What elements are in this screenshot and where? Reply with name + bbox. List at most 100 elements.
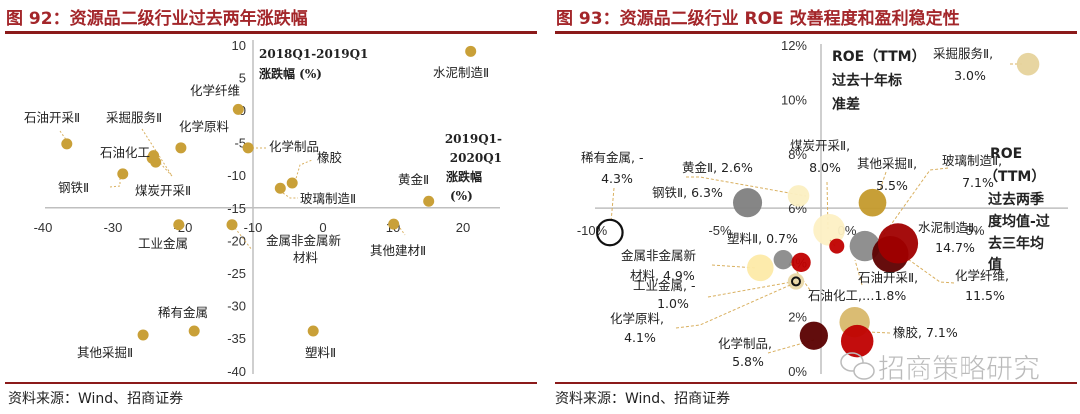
leader-line xyxy=(610,187,615,223)
x-axis-title: 2019Q1- xyxy=(445,132,502,146)
bubble-point: 稀有金属, -4.3% xyxy=(581,150,643,247)
y-tick-label: -35 xyxy=(227,331,246,346)
data-point: 玻璃制造Ⅱ xyxy=(274,182,356,206)
data-point: 石油开采Ⅱ xyxy=(24,110,80,150)
leader-line xyxy=(234,227,253,251)
y-tick-label: -30 xyxy=(227,299,246,314)
leader-line xyxy=(399,227,406,236)
point-label: 采掘服务Ⅱ xyxy=(106,110,162,125)
leader-line xyxy=(879,171,887,191)
point-label: 钢铁Ⅱ xyxy=(58,180,89,195)
point-marker xyxy=(150,156,162,168)
left-bottom-rule xyxy=(5,382,537,384)
bubble-label: 化学制品, xyxy=(718,336,772,351)
bubble-marker xyxy=(813,213,846,246)
bubble-label: 11.5% xyxy=(965,288,1005,303)
data-point: 采掘服务Ⅱ xyxy=(106,110,173,177)
point-marker xyxy=(137,329,149,341)
bubble-label: 稀有金属, - xyxy=(581,150,643,165)
point-label: 玻璃制造Ⅱ xyxy=(300,191,356,206)
bubble-point: 其他采掘Ⅱ, 5.5% xyxy=(857,156,917,217)
bubble-marker xyxy=(733,188,763,218)
watermark-text: 招商策略研究 xyxy=(878,354,1040,385)
y-tick-label: 10 xyxy=(232,38,246,53)
right-source-note: 资料来源：Wind、招商证券 xyxy=(555,391,730,407)
x-axis-title: 过去两季 xyxy=(988,191,1044,208)
bubble-label: 石油开采Ⅱ, xyxy=(858,270,918,285)
bubble-label: 黄金Ⅱ, 2.6% xyxy=(682,160,753,175)
point-marker xyxy=(307,325,319,337)
point-label: 化学纤维 xyxy=(190,83,240,98)
point-marker xyxy=(173,219,185,231)
leader-line xyxy=(141,128,173,177)
right-bubble-chart: -10%-5%0%5%12%10%8%6%4%2%0%ROE（TTM）过去十年标… xyxy=(577,38,1068,379)
leader-line xyxy=(879,167,949,241)
bubble-point: 化学原料, 4.1% xyxy=(610,276,801,345)
x-axis-title: 去三年均 xyxy=(988,235,1044,252)
point-marker xyxy=(388,218,400,230)
bubble-label: 4.1% xyxy=(624,330,656,345)
data-point: 黄金Ⅱ xyxy=(398,172,435,207)
leader-line xyxy=(294,159,313,183)
bubble-label: 石油化工,…1.8% xyxy=(808,288,906,303)
bubble-label: 化学原料, xyxy=(610,311,664,326)
point-label: 石油化工 xyxy=(100,145,150,160)
y-tick-label: -15 xyxy=(227,201,246,216)
point-label: 塑料Ⅱ xyxy=(305,345,336,360)
y-axis-title: ROE（TTM） xyxy=(832,49,926,65)
bubble-label: 其他采掘Ⅱ, xyxy=(857,156,917,171)
point-label: 化学原料 xyxy=(179,119,230,134)
bubble-marker xyxy=(791,252,811,273)
bubble-label: 5.5% xyxy=(876,178,908,193)
bubble-label: 1.0% xyxy=(657,296,689,311)
bubble-point: 化学制品,5.8% xyxy=(718,321,828,369)
point-marker xyxy=(175,142,187,154)
bubble-label: 7.1% xyxy=(962,175,994,190)
bubble-point xyxy=(840,324,874,358)
x-tick-label: -5% xyxy=(708,223,732,238)
data-point: 其他采掘Ⅱ xyxy=(77,329,149,360)
leader-line xyxy=(159,162,173,177)
x-tick-label: -10 xyxy=(244,220,263,235)
x-tick-label: -40 xyxy=(34,220,53,235)
bubble-marker xyxy=(787,185,810,207)
bubble-marker xyxy=(773,250,793,270)
bubble-marker xyxy=(799,321,828,350)
point-marker xyxy=(117,168,129,180)
x-tick-label: 0 xyxy=(319,220,326,235)
x-axis-title: 涨跌幅 xyxy=(446,169,482,184)
x-axis-title: 2020Q1 xyxy=(450,151,502,165)
data-point: 化学纤维 xyxy=(190,83,244,115)
point-label: 工业金属 xyxy=(138,236,188,251)
bubble-label: 14.7% xyxy=(935,240,975,255)
bubble-label: 3.0% xyxy=(954,68,986,83)
leader-line xyxy=(109,176,121,188)
point-label: 黄金Ⅱ xyxy=(398,172,429,187)
bubble-label: 化学纤维, xyxy=(955,268,1009,283)
bubble-point: 煤炭开采Ⅱ,8.0% xyxy=(790,138,850,246)
x-tick-label: -30 xyxy=(104,220,123,235)
point-marker xyxy=(242,142,254,154)
bubble-point: 工业金属, -1.0% xyxy=(633,273,805,311)
y-tick-label: -20 xyxy=(227,233,246,248)
point-label: 金属非金属新 xyxy=(266,233,341,248)
x-tick-label: 5% xyxy=(966,223,985,238)
y-tick-label: -40 xyxy=(227,364,246,379)
bubble-point: 石油化工,…1.8% xyxy=(789,252,906,303)
leader-line xyxy=(867,331,891,334)
bubble-marker xyxy=(877,223,919,264)
point-label: 其他采掘Ⅱ xyxy=(77,345,133,360)
point-marker xyxy=(61,138,73,150)
bubble-point: 塑料Ⅱ, 0.7% xyxy=(727,231,845,254)
bubble-marker xyxy=(787,273,805,290)
y-axis-title: 涨跌幅 (%) xyxy=(259,66,322,81)
point-label: 材料 xyxy=(293,250,319,265)
y-tick-label: 10% xyxy=(781,93,807,108)
wechat-icon xyxy=(840,352,875,380)
data-point: 塑料Ⅱ xyxy=(305,325,336,360)
bubble-label: 金属非金属新 xyxy=(621,248,696,263)
data-point: 钢铁Ⅱ xyxy=(58,168,129,195)
bubble-label: 采掘服务Ⅱ, xyxy=(933,46,993,61)
